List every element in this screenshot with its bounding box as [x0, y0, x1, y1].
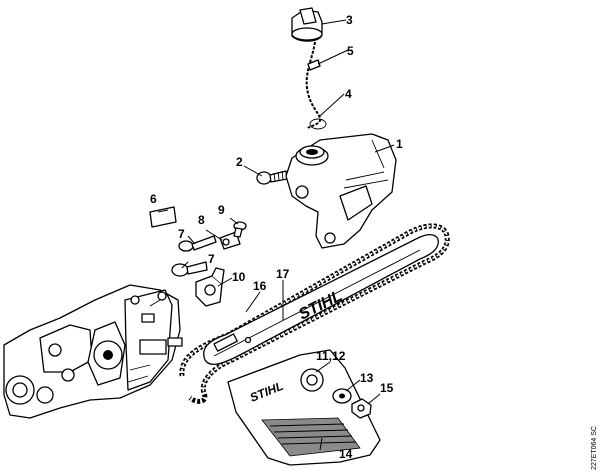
callout-7-upper: 7	[178, 227, 185, 241]
leader-lines	[157, 19, 395, 451]
callout-14: 14	[339, 447, 353, 461]
callout-15: 15	[380, 381, 394, 395]
callout-4: 4	[345, 87, 352, 101]
callout-6: 6	[150, 192, 157, 206]
callout-8: 8	[198, 213, 205, 227]
callout-16: 16	[253, 279, 267, 293]
callout-13: 13	[360, 371, 374, 385]
callout-7-lower: 7	[208, 252, 215, 266]
cord-pin	[307, 59, 321, 71]
callout-2: 2	[236, 155, 243, 169]
retaining-cord	[305, 41, 327, 130]
sprocket-cover: STIHL	[227, 349, 381, 466]
guide-bar: STIHL	[203, 234, 439, 366]
collar-nut	[332, 388, 352, 404]
callout-5: 5	[347, 44, 354, 58]
callout-11-12: 11,12	[316, 349, 346, 363]
oil-tank	[285, 133, 397, 249]
clamp-10	[195, 267, 225, 307]
callout-3: 3	[346, 13, 353, 27]
gear-head-housing	[3, 284, 183, 419]
oil-cap	[291, 7, 323, 42]
slide-part-6	[149, 206, 177, 228]
callout-10: 10	[232, 270, 246, 284]
screw-2	[256, 170, 288, 185]
callout-1: 1	[396, 137, 403, 151]
callout-9: 9	[218, 203, 225, 217]
reference-code: 227ET064 SC	[591, 426, 598, 470]
callout-17: 17	[276, 267, 290, 281]
hex-nut	[351, 398, 372, 419]
screw-7b	[171, 261, 208, 277]
screw-7a	[178, 235, 217, 252]
screw-9	[233, 221, 247, 238]
